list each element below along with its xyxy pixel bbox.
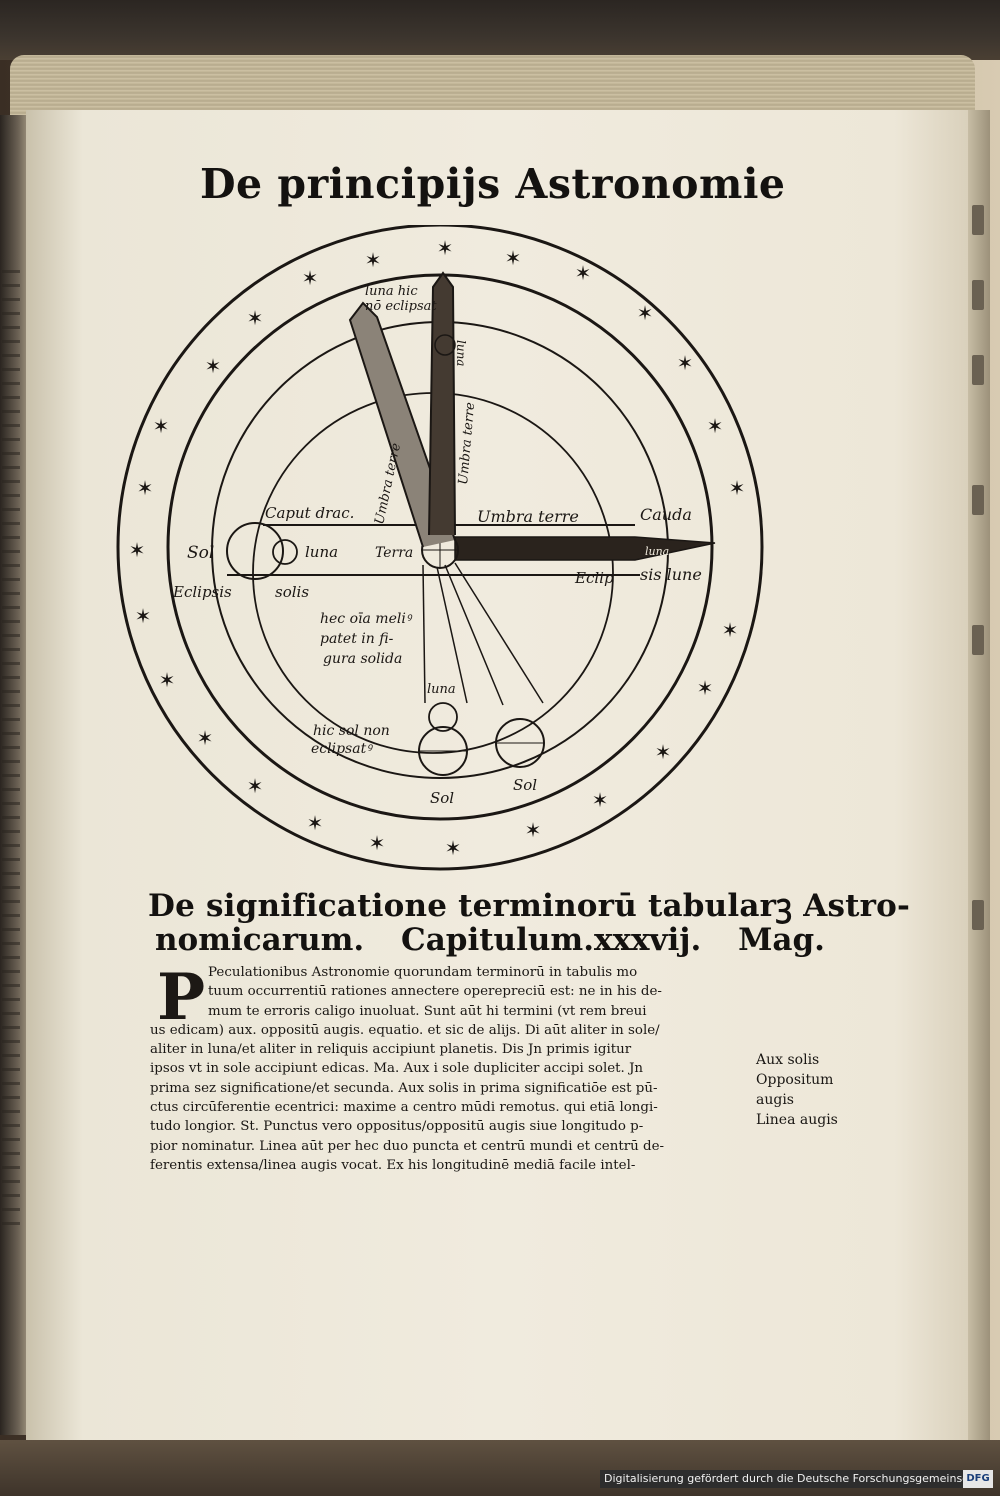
label-luna-top: luna: [454, 340, 468, 366]
star-icon: ✶: [575, 261, 592, 285]
star-icon: ✶: [637, 301, 654, 325]
body-line: tuum occurrentiū rationes annectere oper…: [208, 984, 662, 1000]
page-edges: [10, 55, 975, 117]
star-icon: ✶: [197, 726, 214, 750]
star-icon: ✶: [722, 618, 739, 642]
body-line: ctus circūferentie ecentrici: maxime a c…: [150, 1100, 658, 1116]
book-cover-top: [0, 0, 1000, 60]
label-solis: solis: [275, 583, 309, 601]
label-sol-bottom-1: Sol: [430, 789, 454, 807]
star-icon: ✶: [129, 538, 146, 562]
digitization-credit: Digitalisierung gefördert durch die Deut…: [600, 1470, 990, 1488]
star-icon: ✶: [729, 476, 746, 500]
label-luna-right: luna: [645, 545, 669, 558]
dfg-logo: DFG: [963, 1470, 993, 1488]
page-tab: [972, 625, 984, 655]
star-icon: ✶: [505, 246, 522, 270]
heading-part: Capitulum.xxxvij.: [401, 922, 702, 958]
astronomy-woodcut-diagram: ✶ ✶ ✶ ✶ ✶ ✶ ✶ ✶ ✶ ✶ ✶ ✶ ✶ ✶ ✶ ✶ ✶ ✶ ✶ ✶ …: [115, 223, 775, 875]
label-hec-omnia-3: gura solida: [323, 651, 402, 667]
page-tab: [972, 280, 984, 310]
label-no-eclipsat: nō eclipsat: [365, 299, 437, 314]
label-umbra-terre-b: Umbra terre: [456, 401, 478, 485]
star-icon: ✶: [302, 266, 319, 290]
star-icon: ✶: [369, 831, 386, 855]
star-icon: ✶: [159, 668, 176, 692]
star-icon: ✶: [677, 351, 694, 375]
label-hic-sol-2: eclipsatꝰ: [311, 741, 373, 757]
star-icon: ✶: [153, 414, 170, 438]
margin-note: Oppositum: [756, 1072, 834, 1088]
label-luna-left: luna: [305, 543, 338, 561]
label-sis-lune: sis lune: [640, 565, 702, 584]
label-luna-hic: luna hic: [365, 284, 418, 299]
label-sol-left: Sol: [187, 543, 214, 563]
outer-star-ring: [116, 223, 764, 871]
body-line: tudo longior. St. Punctus vero oppositus…: [150, 1119, 644, 1135]
label-luna-bottom: luna: [427, 682, 456, 697]
section-heading-line1: De significatione terminorū tabularꝫ Ast…: [148, 888, 911, 924]
margin-note: Linea augis: [756, 1112, 838, 1128]
book-page: [26, 110, 972, 1440]
label-umbra-terre-c: Umbra terre: [477, 507, 579, 526]
star-icon: ✶: [247, 306, 264, 330]
label-hec-omnia-2: patet in fi-: [320, 631, 394, 647]
label-cauda: Cauda: [640, 505, 692, 524]
drop-cap-initial: P: [156, 960, 206, 1035]
section-heading-line2: nomicarum. Capitulum.xxxvij. Mag.: [155, 922, 851, 958]
body-line: Peculationibus Astronomie quorundam term…: [208, 965, 638, 980]
label-terra: Terra: [375, 545, 413, 561]
label-caput-draconis: Caput drac.: [265, 504, 354, 522]
margin-note: augis: [756, 1092, 794, 1108]
label-hec-omnia-1: hec oīa meliꝰ: [320, 611, 413, 627]
margin-note: Aux solis: [756, 1052, 820, 1068]
page-tab: [972, 900, 984, 930]
star-icon: ✶: [655, 740, 672, 764]
label-eclipsis-left: Eclipsis: [172, 583, 232, 601]
right-page-edge: [968, 110, 990, 1440]
star-icon: ✶: [525, 818, 542, 842]
heading-part: nomicarum.: [155, 922, 365, 958]
margin-notes: Aux solis Oppositum augis Linea augis: [756, 1050, 866, 1130]
body-line: mum te erroris caligo inuoluat. Sunt aūt…: [208, 1003, 647, 1019]
star-icon: ✶: [135, 604, 152, 628]
page-title: De principijs Astronomie: [200, 160, 786, 208]
sun-left: [226, 522, 284, 580]
page-tab: [972, 205, 984, 235]
page-tab: [972, 355, 984, 385]
label-eclip: Eclip: [574, 569, 614, 587]
star-icon: ✶: [247, 774, 264, 798]
label-umbra-terre-a: Umbra terre: [372, 441, 404, 525]
star-icon: ✶: [365, 248, 382, 272]
left-page-text-strip: [2, 270, 20, 1230]
body-line: pior nominatur. Linea aūt per hec duo pu…: [150, 1138, 665, 1154]
star-icon: ✶: [445, 836, 462, 860]
middle-circle: [166, 273, 714, 821]
star-icon: ✶: [137, 476, 154, 500]
label-sol-bottom-2: Sol: [513, 776, 537, 794]
label-hic-sol-1: hic sol non: [313, 723, 390, 739]
star-icon: ✶: [437, 236, 454, 260]
page-tab: [972, 485, 984, 515]
star-icon: ✶: [205, 354, 222, 378]
body-line: ipsos vt in sole accipiunt edicas. Ma. A…: [150, 1061, 644, 1077]
moon-bottom: [428, 702, 458, 732]
body-line: aliter in luna/et aliter in reliquis acc…: [150, 1042, 632, 1058]
body-text: Peculationibus Astronomie quorundam term…: [150, 963, 762, 1175]
body-line: prima sez significatione/et secunda. Aux…: [150, 1080, 658, 1096]
heading-part: Mag.: [738, 922, 825, 958]
moon-left: [272, 539, 298, 565]
star-icon: ✶: [697, 676, 714, 700]
body-line: ferentis extensa/linea augis vocat. Ex h…: [150, 1157, 636, 1173]
body-line: us edicam) aux. oppositū augis. equatio.…: [150, 1022, 660, 1038]
star-icon: ✶: [707, 414, 724, 438]
star-icon: ✶: [307, 811, 324, 835]
star-icon: ✶: [592, 788, 609, 812]
